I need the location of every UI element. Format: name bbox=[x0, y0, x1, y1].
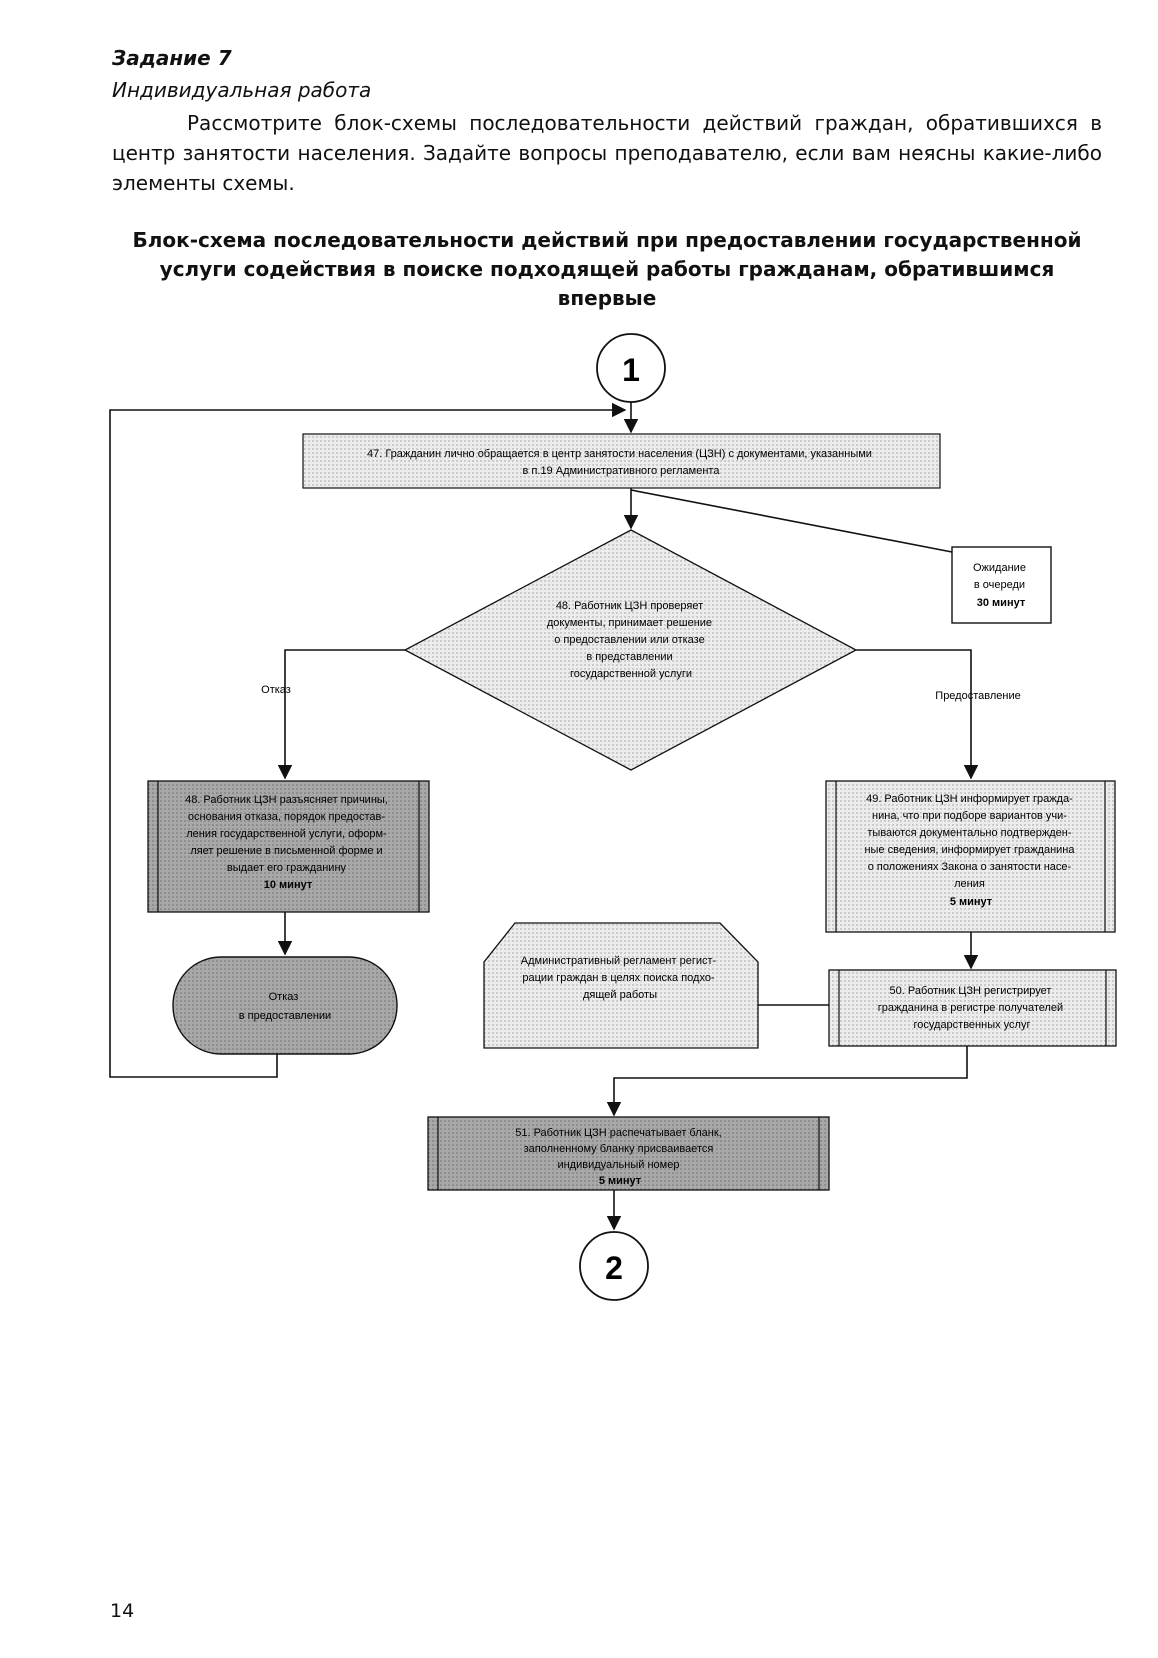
waiting-line-2: в очереди bbox=[974, 579, 1025, 591]
step-49-box: 49. Работник ЦЗН информирует гражда- нин… bbox=[825, 780, 1116, 933]
decision-48-diamond: 48. Работник ЦЗН проверяет документы, пр… bbox=[403, 529, 858, 771]
step-50-line-1: 50. Работник ЦЗН регистрирует bbox=[890, 985, 1052, 997]
refusal-terminal: Отказ в предоставлении bbox=[172, 956, 398, 1055]
step-50-box: 50. Работник ЦЗН регистрирует гражданина… bbox=[828, 969, 1117, 1047]
step-49-line-2: нина, что при подборе вариантов учи- bbox=[872, 810, 1067, 822]
arrow-refusal-branch bbox=[277, 649, 405, 780]
start-connector-label: 1 bbox=[622, 352, 640, 388]
decision-48-line-3: о предоставлении или отказе bbox=[554, 634, 705, 646]
step-47-line-2: в п.19 Административного регламента bbox=[523, 465, 721, 477]
svg-text:48. Работник ЦЗН проверяет: 48. Работник ЦЗН проверяет документы, пр… bbox=[547, 600, 715, 680]
decision-48-line-1: 48. Работник ЦЗН проверяет bbox=[556, 600, 703, 612]
provision-branch-label: Предоставление bbox=[935, 690, 1020, 702]
step-49-line-1: 49. Работник ЦЗН информирует гражда- bbox=[866, 793, 1073, 805]
svg-text:47. Гражданин лично обращается: 47. Гражданин лично обращается в центр з… bbox=[367, 448, 875, 477]
waiting-box: Ожидание в очереди 30 минут bbox=[951, 546, 1052, 624]
step-48-refusal-line-2: основания отказа, порядок предостав- bbox=[188, 811, 385, 823]
refusal-branch-label: Отказ bbox=[261, 684, 291, 696]
task-title: Задание 7 bbox=[112, 46, 232, 70]
task-instructions: Рассмотрите блок-схемы последовательност… bbox=[112, 111, 1102, 195]
loop-back-line bbox=[109, 402, 627, 1078]
step-48-refusal-line-4: ляет решение в письменной форме и bbox=[190, 845, 382, 857]
decision-48-line-2: документы, принимает решение bbox=[547, 617, 712, 629]
diagram-title: Блок-схема последовательности действий п… bbox=[132, 228, 1082, 310]
svg-text:Отказ в предоставлении: Отказ в предоставлении bbox=[239, 991, 331, 1022]
step-49-line-6: ления bbox=[954, 878, 985, 890]
step-51-duration: 5 минут bbox=[599, 1175, 642, 1187]
svg-text:50. Работник ЦЗН регистрирует: 50. Работник ЦЗН регистрирует гражданина… bbox=[878, 985, 1067, 1031]
step-51-line-2: заполненному бланку присваивается bbox=[524, 1143, 714, 1155]
refusal-terminal-line-1: Отказ bbox=[269, 991, 299, 1003]
step-51-line-3: индивидуальный номер bbox=[557, 1159, 679, 1171]
svg-text:Административный регламент рег: Административный регламент регист- рации… bbox=[521, 955, 719, 1001]
line-47-to-waiting bbox=[630, 489, 953, 553]
arrow-provision-branch bbox=[856, 649, 979, 780]
decision-48-line-5: государственной услуги bbox=[570, 668, 692, 680]
svg-text:49. Работник ЦЗН информирует г: 49. Работник ЦЗН информирует гражда- нин… bbox=[864, 793, 1077, 908]
task-subtitle: Индивидуальная работа bbox=[112, 78, 372, 102]
step-48-refusal-line-1: 48. Работник ЦЗН разъясняет причины, bbox=[185, 794, 388, 806]
page-number: 14 bbox=[110, 1600, 135, 1622]
decision-48-line-4: в представлении bbox=[586, 651, 672, 663]
regulation-line-2: рации граждан в целях поиска подхо- bbox=[522, 972, 715, 984]
end-connector-label: 2 bbox=[605, 1250, 623, 1286]
step-51-box: 51. Работник ЦЗН распечатывает бланк, за… bbox=[427, 1116, 830, 1191]
arrow-50-to-51 bbox=[606, 1046, 968, 1117]
step-48-refusal-line-5: выдает его гражданину bbox=[227, 862, 347, 874]
end-connector: 2 bbox=[579, 1231, 649, 1301]
step-51-line-1: 51. Работник ЦЗН распечатывает бланк, bbox=[515, 1127, 722, 1139]
waiting-line-1: Ожидание bbox=[973, 562, 1026, 574]
step-50-line-2: гражданина в регистре получателей bbox=[878, 1002, 1063, 1014]
regulation-line-1: Административный регламент регист- bbox=[521, 955, 717, 967]
svg-text:51. Работник ЦЗН распечатывает: 51. Работник ЦЗН распечатывает бланк, за… bbox=[515, 1127, 725, 1187]
step-47-line-1: 47. Гражданин лично обращается в центр з… bbox=[367, 448, 872, 460]
waiting-duration: 30 минут bbox=[977, 597, 1026, 609]
regulation-line-3: дящей работы bbox=[583, 989, 657, 1001]
step-49-line-4: ные сведения, информирует гражданина bbox=[864, 844, 1075, 856]
svg-text:Ожидание в очереди: Ожидание в очереди 30 минут bbox=[973, 562, 1029, 609]
svg-text:48. Работник ЦЗН разъясняет пр: 48. Работник ЦЗН разъясняет причины, осн… bbox=[185, 794, 391, 891]
start-connector: 1 bbox=[596, 333, 666, 403]
step-49-line-3: тываются документально подтвержден- bbox=[867, 827, 1071, 839]
step-48-refusal-line-3: ления государственной услуги, оформ- bbox=[186, 828, 387, 840]
regulation-document: Административный регламент регист- рации… bbox=[483, 922, 759, 1049]
step-47-box: 47. Гражданин лично обращается в центр з… bbox=[302, 433, 941, 489]
refusal-terminal-line-2: в предоставлении bbox=[239, 1010, 331, 1022]
flow-lines bbox=[109, 393, 979, 1231]
step-48-refusal-box: 48. Работник ЦЗН разъясняет причины, осн… bbox=[147, 780, 430, 913]
step-49-line-5: о положениях Закона о занятости насе- bbox=[868, 861, 1072, 873]
step-48-refusal-duration: 10 минут bbox=[264, 879, 313, 891]
step-50-line-3: государственных услуг bbox=[914, 1019, 1031, 1031]
step-49-duration: 5 минут bbox=[950, 896, 993, 908]
